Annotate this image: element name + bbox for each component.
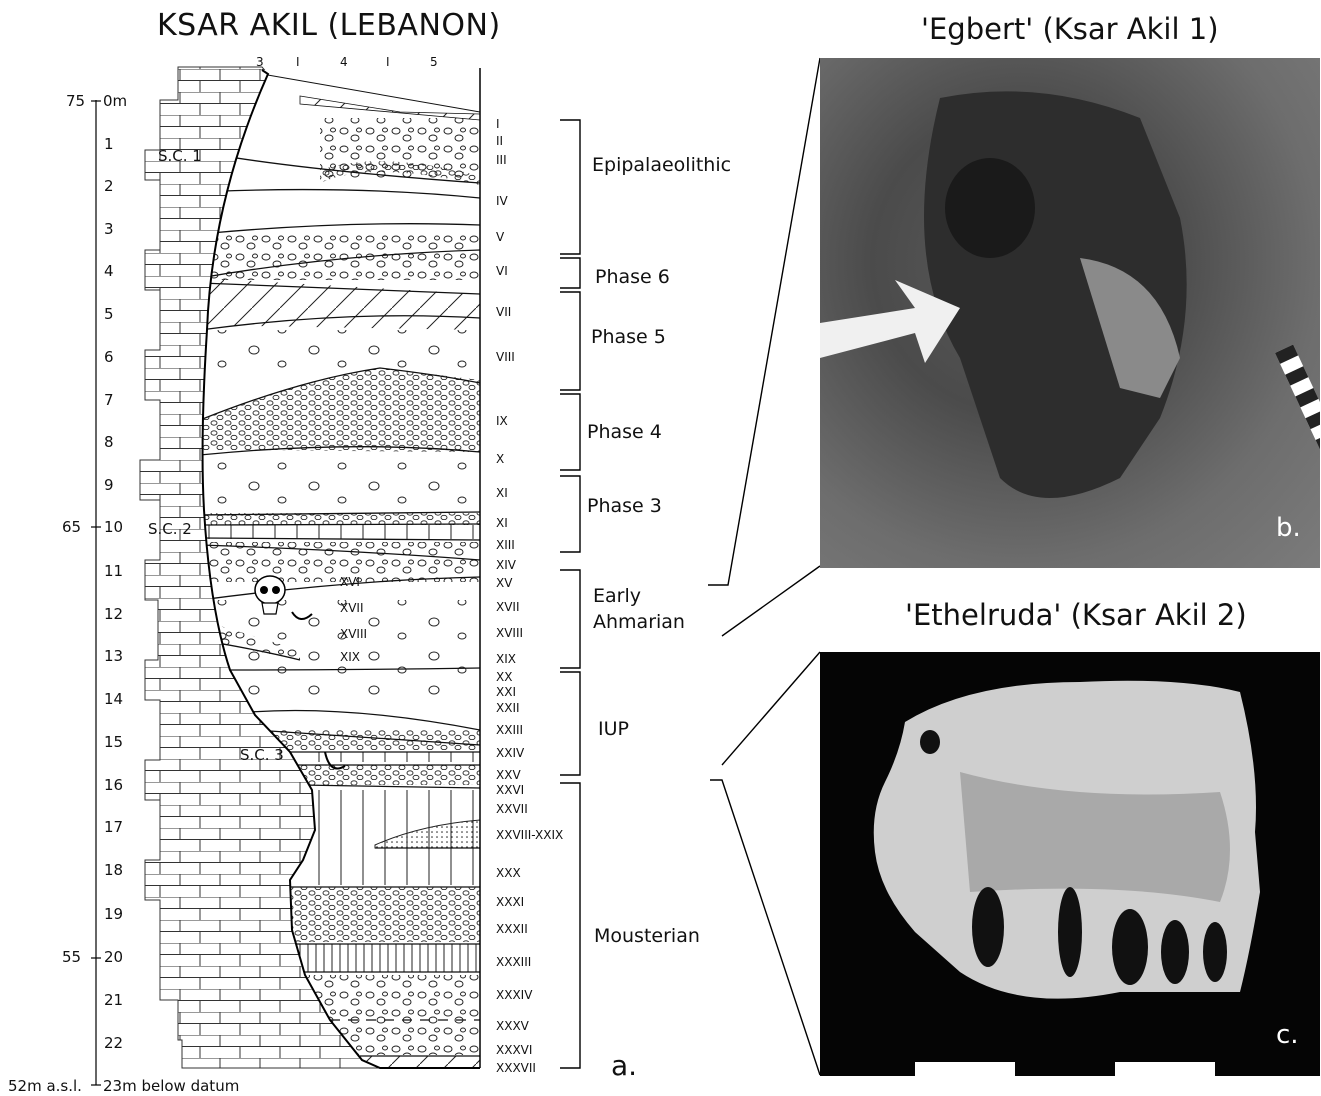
layer-label: I xyxy=(496,117,500,131)
bottom-elevation: 52m a.s.l. xyxy=(8,1077,82,1095)
layer-label: VI xyxy=(496,264,508,278)
depth-label: 5 xyxy=(104,305,114,323)
layer-label: XXI xyxy=(496,685,516,699)
depth-label: 14 xyxy=(104,690,123,708)
layer-label: XXVI xyxy=(496,783,524,797)
layer-label: XXXIII xyxy=(496,955,531,969)
depth-label: 2 xyxy=(104,177,114,195)
depth-label: 10 xyxy=(104,518,123,536)
layer-label: X xyxy=(496,452,504,466)
depth-label: 4 xyxy=(104,262,114,280)
photo-letter: c. xyxy=(1276,1020,1299,1050)
layer-label: IX xyxy=(496,414,508,428)
bottom-depth: 23m below datum xyxy=(103,1077,239,1095)
phase-label: Phase 4 xyxy=(587,421,662,443)
depth-label: 12 xyxy=(104,605,123,623)
depth-label: 21 xyxy=(104,991,123,1009)
layer-label: XXV xyxy=(496,768,521,782)
layer-label: XIX xyxy=(496,652,516,666)
depth-label: 3 xyxy=(104,220,114,238)
layer-label: XXXII xyxy=(496,922,528,936)
elevation-label: 55 xyxy=(62,948,81,966)
depth-label: 15 xyxy=(104,733,123,751)
layer-label: II xyxy=(496,134,503,148)
layer-label: XXXV xyxy=(496,1019,529,1033)
phase-label: Epipalaeolithic xyxy=(592,154,731,176)
layer-label: XXIII xyxy=(496,723,523,737)
depth-label: 19 xyxy=(104,905,123,923)
depth-label: 16 xyxy=(104,776,123,794)
inner-layer-label: XVII xyxy=(340,601,364,615)
depth-label: 8 xyxy=(104,433,114,451)
depth-label: 11 xyxy=(104,562,123,580)
layer-label: XIV xyxy=(496,558,516,572)
elevation-label: 65 xyxy=(62,518,81,536)
inner-layer-label: XVIII xyxy=(340,627,367,641)
layer-label: XXXI xyxy=(496,895,524,909)
layer-label: XI xyxy=(496,486,508,500)
phase-label: Mousterian xyxy=(594,925,700,947)
layer-label: XXX xyxy=(496,866,521,880)
depth-label: 1 xyxy=(104,135,114,153)
photo-letter: b. xyxy=(1276,513,1301,543)
phase-label: Phase 3 xyxy=(587,495,662,517)
depth-label: 17 xyxy=(104,818,123,836)
layer-label: XIII xyxy=(496,538,515,552)
layer-label: VIII xyxy=(496,350,515,364)
layer-label: XXXVI xyxy=(496,1043,532,1057)
scale-bar-icon xyxy=(1275,345,1320,462)
layer-label: XXXIV xyxy=(496,988,532,1002)
panel-letter: a. xyxy=(611,1049,637,1082)
depth-label: 9 xyxy=(104,476,114,494)
phase-label: IUP xyxy=(598,718,629,740)
layer-label: XVIII xyxy=(496,626,523,640)
depth-label: 0m xyxy=(103,92,127,110)
layer-label: III xyxy=(496,153,507,167)
phase-label: Early xyxy=(593,585,641,607)
depth-label: 13 xyxy=(104,647,123,665)
layer-label: XXVII xyxy=(496,802,528,816)
layer-label: XXXVII xyxy=(496,1061,536,1075)
depth-label: 7 xyxy=(104,391,114,409)
depth-label: 18 xyxy=(104,861,123,879)
inner-layer-label: XIX xyxy=(340,650,360,664)
phase-label: Ahmarian xyxy=(593,611,685,633)
egbert-title: 'Egbert' (Ksar Akil 1) xyxy=(921,12,1219,46)
phase-label: Phase 6 xyxy=(595,266,670,288)
ethelruda-photo: c. xyxy=(820,652,1320,1076)
section-label: S.C. 1 xyxy=(158,147,202,165)
layer-label: XI xyxy=(496,516,508,530)
layer-label: XVII xyxy=(496,600,520,614)
layer-label: XXVIII-XXIX xyxy=(496,828,563,842)
section-label: S.C. 2 xyxy=(148,520,192,538)
layer-label: V xyxy=(496,230,504,244)
depth-label: 6 xyxy=(104,348,114,366)
depth-label: 22 xyxy=(104,1034,123,1052)
phase-label: Phase 5 xyxy=(591,326,666,348)
layer-label: IV xyxy=(496,194,508,208)
layer-label: VII xyxy=(496,305,511,319)
elevation-label: 75 xyxy=(66,92,85,110)
egbert-photo: b. xyxy=(820,58,1320,568)
layer-label: XXII xyxy=(496,701,520,715)
depth-label: 20 xyxy=(104,948,123,966)
layer-label: XX xyxy=(496,670,512,684)
inner-layer-label: XVI xyxy=(340,575,360,589)
layer-label: XV xyxy=(496,576,512,590)
layer-label: XXIV xyxy=(496,746,524,760)
section-label: S.C. 3 xyxy=(240,746,284,764)
ethelruda-title: 'Ethelruda' (Ksar Akil 2) xyxy=(905,598,1247,632)
